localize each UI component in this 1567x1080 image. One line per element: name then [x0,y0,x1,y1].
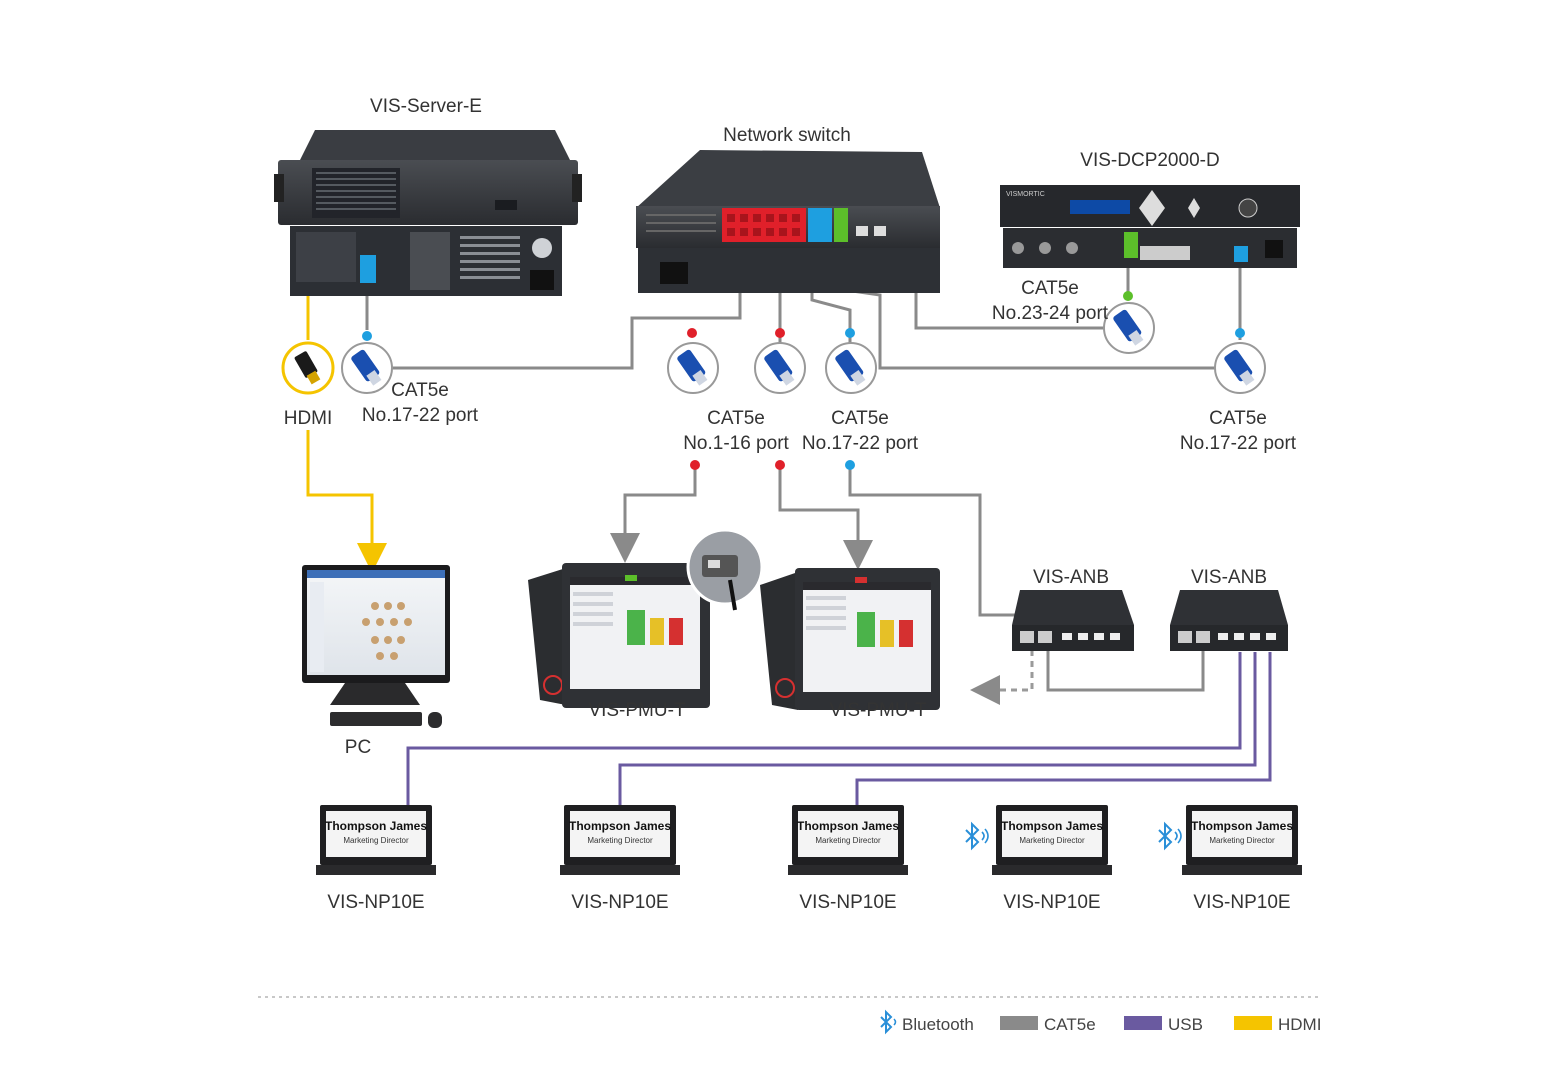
nameplate-label: VIS-NP10E [1193,892,1290,913]
pmu-left-label: VIS-PMU-T [588,700,686,721]
dot-blue [845,328,855,338]
pmu-device-left: VIS-PMU-T [528,563,710,721]
switch-red-label-2: No.1-16 port [683,433,789,454]
usb-cables [406,652,1272,808]
dcp-device: VISMORTIC VIS-DCP2000-D [1000,150,1300,268]
rj45-icon [341,342,393,394]
nameplate: Thompson James Marketing Director VIS-NP… [788,805,908,913]
legend-item-hdmi: HDMI [1234,1015,1321,1034]
pmu-right-label: VIS-PMU-T [829,700,927,721]
network-switch: Network switch [636,125,940,293]
server-device: VIS-Server-E [274,96,582,296]
nameplate-title: Marketing Director [1019,836,1085,845]
legend-label: CAT5e [1044,1015,1096,1034]
legend: Bluetooth CAT5e USB HDMI [880,1009,1321,1035]
dcp-green-label-1: CAT5e [1021,278,1079,299]
legend-swatch [1234,1016,1272,1030]
legend-item-bluetooth: Bluetooth [880,1009,974,1035]
switch-blue-label-2: No.17-22 port [802,433,919,454]
legend-label: HDMI [1278,1015,1321,1034]
dcp-label: VIS-DCP2000-D [1080,150,1219,171]
nameplate-title: Marketing Director [1209,836,1275,845]
dot-blue [1235,328,1245,338]
nameplate-name: Thompson James [569,819,671,833]
hdmi-connector-icon [281,341,335,395]
nameplate-name: Thompson James [797,819,899,833]
rj45-icon [667,342,719,394]
pmu-device-right: VIS-PMU-T [760,568,940,721]
dot-red [775,460,785,470]
legend-swatch [1124,1016,1162,1030]
nameplate-name: Thompson James [1001,819,1103,833]
bluetooth-icon [880,1009,893,1035]
server-cat-label-1: CAT5e [391,380,449,401]
dot-blue [362,331,372,341]
pmu-detail-circle [686,528,764,611]
dot-red [687,328,697,338]
anb-right-label: VIS-ANB [1191,567,1267,588]
switch-red-ports [722,208,806,242]
connection-labels: HDMI CAT5e No.17-22 port CAT5e No.1-16 p… [284,278,1297,454]
rj45-icon [754,342,806,394]
nameplate: Thompson James Marketing Director VIS-NP… [992,805,1112,913]
hdmi-label: HDMI [284,408,333,429]
anb-device-left: VIS-ANB [1012,567,1134,651]
legend-label: USB [1168,1015,1203,1034]
anb-device-right: VIS-ANB [1170,567,1288,651]
dot-green [1123,291,1133,301]
nameplate: Thompson James Marketing Director VIS-NP… [316,805,436,913]
legend-item-usb: USB [1124,1015,1203,1034]
legend-item-cat5e: CAT5e [1000,1015,1096,1034]
nameplate-label: VIS-NP10E [327,892,424,913]
server-label: VIS-Server-E [370,96,482,117]
switch-blue-label-1: CAT5e [831,408,889,429]
pc-device: PC [302,565,450,758]
dcp-green-label-2: No.23-24 port [992,303,1109,324]
rj45-icon [1214,342,1266,394]
nameplate-title: Marketing Director [815,836,881,845]
dcp-brand: VISMORTIC [1006,191,1045,198]
nameplate-label: VIS-NP10E [1003,892,1100,913]
anb-left-label: VIS-ANB [1033,567,1109,588]
dot-blue [845,460,855,470]
dcp-blue-label-2: No.17-22 port [1180,433,1297,454]
nameplate-name: Thompson James [325,819,427,833]
dcp-blue-label-1: CAT5e [1209,408,1267,429]
nameplate-name: Thompson James [1191,819,1293,833]
dot-red [690,460,700,470]
bluetooth-icon [965,821,989,851]
bluetooth-icon [1158,821,1182,851]
hdmi-cable [306,292,387,573]
nameplate: Thompson James Marketing Director VIS-NP… [560,805,680,913]
dot-red [775,328,785,338]
rj45-icon [1103,302,1155,354]
switch-blue-ports [808,208,832,242]
nameplate-title: Marketing Director [343,836,409,845]
server-cat-label-2: No.17-22 port [362,405,479,426]
switch-label: Network switch [723,125,851,146]
legend-swatch [1000,1016,1038,1030]
rj45-icon [825,342,877,394]
switch-red-label-1: CAT5e [707,408,765,429]
rj45-connectors [281,302,1266,395]
nameplate-label: VIS-NP10E [799,892,896,913]
switch-green-ports [834,208,848,242]
nameplate-label: VIS-NP10E [571,892,668,913]
legend-label: Bluetooth [902,1015,974,1034]
nameplate-title: Marketing Director [587,836,653,845]
nameplate: Thompson James Marketing Director VIS-NP… [1182,805,1302,913]
pc-label: PC [345,737,371,758]
